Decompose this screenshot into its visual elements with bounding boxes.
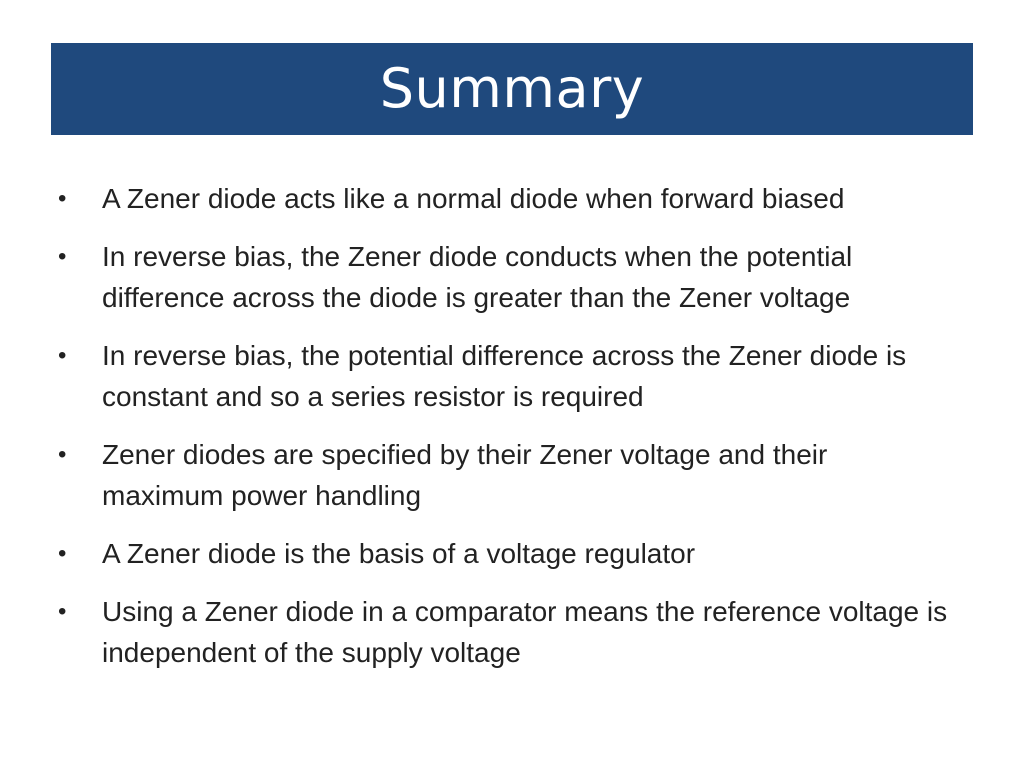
bullet-item: • A Zener diode acts like a normal diode… — [56, 178, 956, 219]
bullet-text: Using a Zener diode in a comparator mean… — [102, 596, 948, 668]
slide-title: Summary — [379, 57, 645, 120]
bullet-item: • A Zener diode is the basis of a voltag… — [56, 533, 956, 574]
bullet-icon: • — [58, 342, 67, 369]
bullet-text: In reverse bias, the Zener diode conduct… — [102, 241, 853, 313]
bullet-icon: • — [58, 441, 67, 468]
bullet-icon: • — [58, 540, 67, 567]
bullet-item: • Zener diodes are specified by their Ze… — [56, 434, 956, 516]
bullet-text: Zener diodes are specified by their Zene… — [102, 439, 828, 511]
bullet-icon: • — [58, 598, 67, 625]
bullet-list: • A Zener diode acts like a normal diode… — [56, 178, 956, 690]
bullet-text: A Zener diode acts like a normal diode w… — [102, 183, 845, 214]
bullet-icon: • — [58, 185, 67, 212]
bullet-item: • Using a Zener diode in a comparator me… — [56, 591, 956, 673]
bullet-text: In reverse bias, the potential differenc… — [102, 340, 907, 412]
bullet-item: • In reverse bias, the potential differe… — [56, 335, 956, 417]
bullet-item: • In reverse bias, the Zener diode condu… — [56, 236, 956, 318]
bullet-icon: • — [58, 243, 67, 270]
title-bar: Summary — [51, 43, 973, 135]
bullet-text: A Zener diode is the basis of a voltage … — [102, 538, 696, 569]
